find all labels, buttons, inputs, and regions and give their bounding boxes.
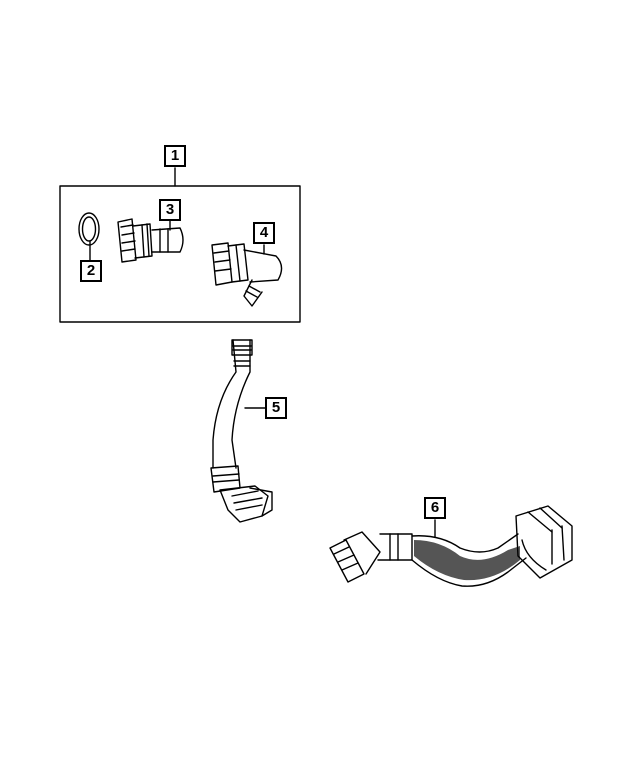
corrugated-hose-part (329, 505, 573, 587)
callout-3: 3 (159, 199, 181, 221)
callout-5: 5 (265, 397, 287, 419)
o-ring-part (78, 212, 100, 246)
callout-6: 6 (424, 497, 446, 519)
hose-corrugation (414, 540, 520, 581)
bent-hose-part (210, 339, 273, 523)
callout-2: 2 (80, 260, 102, 282)
callout-1: 1 (164, 145, 186, 167)
straight-connector-part (117, 218, 184, 263)
callout-4: 4 (253, 222, 275, 244)
elbow-connector-part (211, 242, 283, 307)
leader-lines (89, 167, 436, 538)
assembly-group-box (59, 185, 301, 323)
